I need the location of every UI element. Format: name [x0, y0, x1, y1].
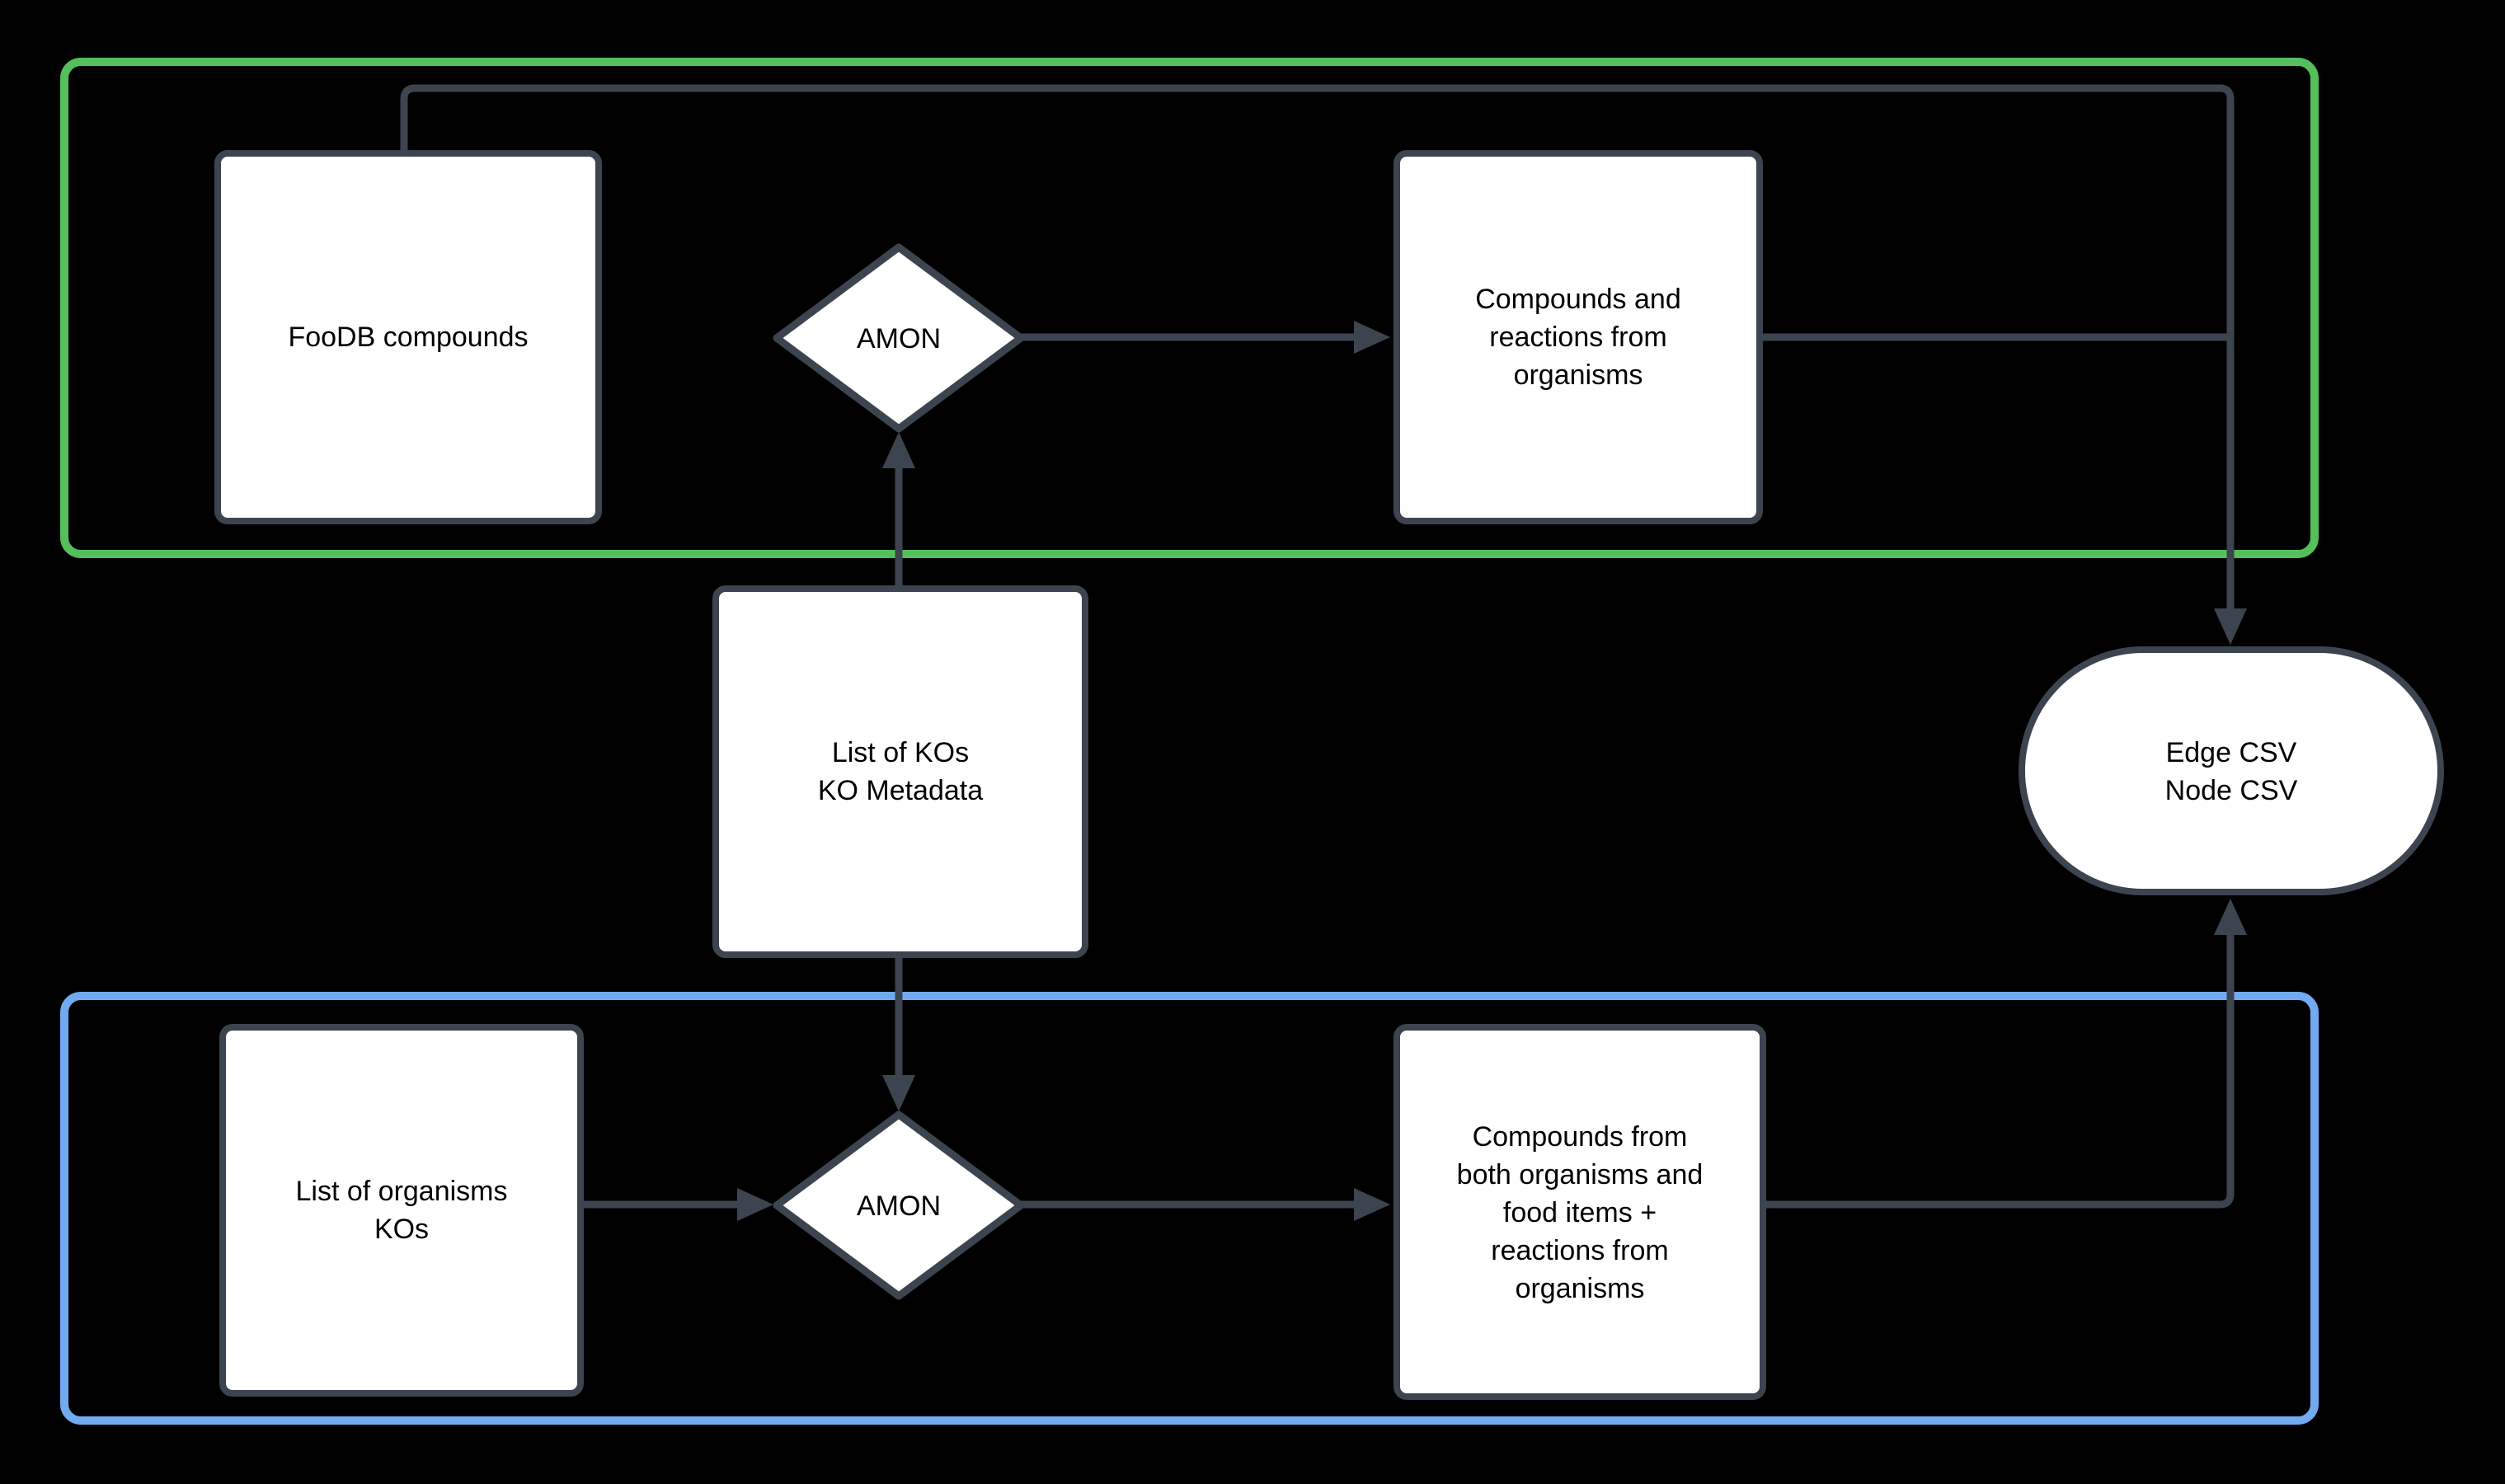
amon-bottom-label: AMON [857, 1190, 941, 1221]
foodb-compounds-node: FooDB compounds [214, 150, 602, 524]
compounds-both-node: Compounds from both organisms and food i… [1393, 1024, 1766, 1400]
amon-top-label: AMON [857, 322, 941, 354]
organisms-kos-label: List of organisms KOs [295, 1176, 508, 1245]
arrowhead-into-output-top [2214, 608, 2247, 645]
compounds-reactions-node: Compounds and reactions from organisms [1393, 150, 1763, 524]
arrowhead-into-compounds-reactions [1354, 321, 1390, 354]
arrowhead-into-amon-bottom-top [882, 1075, 915, 1111]
arrowhead-into-output-bottom [2214, 899, 2247, 935]
ko-list-node: List of KOs KO Metadata [712, 585, 1088, 958]
arrowhead-into-amon-bottom-left [737, 1188, 773, 1221]
output-csv-label: Edge CSV Node CSV [2164, 736, 2298, 805]
output-csv-node: Edge CSV Node CSV [2019, 646, 2444, 895]
organism-pipeline-group-border [60, 992, 2319, 1425]
compounds-reactions-label: Compounds and reactions from organisms [1475, 284, 1681, 391]
edge-foodb-to-output [400, 84, 2235, 608]
ko-list-label: List of KOs KO Metadata [817, 737, 984, 806]
amon-bottom-node [773, 1111, 1025, 1300]
arrowhead-into-amon-top [882, 432, 915, 468]
food-pipeline-group-border [60, 58, 2319, 558]
amon-top-node [773, 243, 1025, 433]
compounds-both-label: Compounds from both organisms and food i… [1456, 1120, 1704, 1303]
foodb-compounds-label: FooDB compounds [288, 322, 529, 353]
edge-compounds-both-to-output [1766, 935, 2235, 1209]
arrowhead-into-compounds-both [1354, 1188, 1390, 1221]
organisms-kos-node: List of organisms KOs [219, 1024, 584, 1397]
